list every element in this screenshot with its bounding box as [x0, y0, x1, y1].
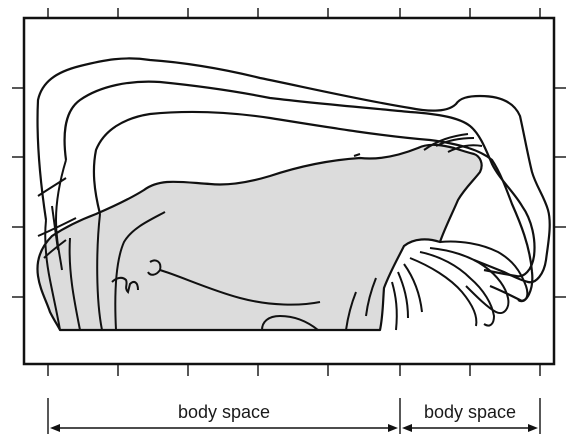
- bottom-tick-marks: [48, 364, 540, 376]
- left-tick-marks: [12, 88, 24, 297]
- arrow-left-icon: [50, 424, 60, 432]
- arrow-right-icon: [528, 424, 538, 432]
- body-space-label-left: body space: [178, 402, 270, 422]
- top-tick-marks: [48, 8, 540, 18]
- arrow-left-icon: [402, 424, 412, 432]
- right-tick-marks: [554, 88, 566, 297]
- body-space-label-right: body space: [424, 402, 516, 422]
- arrow-right-icon: [388, 424, 398, 432]
